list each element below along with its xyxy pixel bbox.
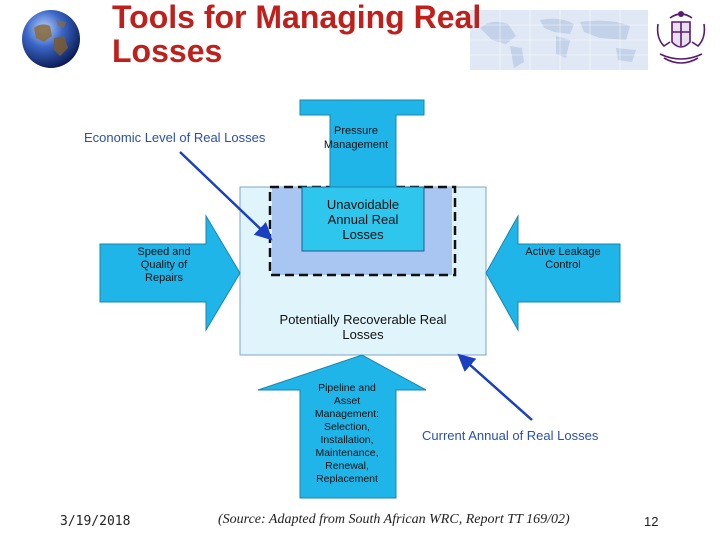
- world-map-banner: [470, 10, 648, 70]
- arrow-bottom-label: Pipeline and Asset Management: Selection…: [314, 382, 380, 485]
- arrow-left-label: Speed and Quality of Repairs: [137, 246, 191, 284]
- crest-icon: [656, 11, 706, 64]
- arrow-left: [99, 214, 241, 332]
- world-map-icon: [470, 10, 648, 70]
- arrow-right: [485, 214, 621, 332]
- page-number: 12: [644, 514, 659, 529]
- callout-arrow-top: [179, 151, 273, 241]
- inner-box: [301, 186, 425, 252]
- footer-date: 3/19/2018: [60, 514, 131, 529]
- callout-arrow-bottom: [457, 353, 533, 421]
- globe-logo: [20, 8, 82, 70]
- inner-box-label: Unavoidable Annual Real Losses: [326, 197, 400, 242]
- callout-bottom-label: Current Annual of Real Losses: [422, 428, 599, 443]
- globe-icon: [22, 10, 80, 68]
- arrow-top-label: Pressure Management: [323, 125, 389, 151]
- outer-box-label: Potentially Recoverable Real Losses: [279, 312, 447, 342]
- footer-source: (Source: Adapted from South African WRC,…: [218, 512, 570, 527]
- slide-title: Tools for Managing Real Losses: [112, 0, 482, 69]
- arrow-top: [299, 99, 425, 188]
- university-crest: [652, 8, 710, 70]
- callout-top-label: Economic Level of Real Losses: [84, 130, 266, 145]
- arrow-bottom: [257, 354, 427, 499]
- arrow-right-label: Active Leakage Control: [525, 246, 601, 271]
